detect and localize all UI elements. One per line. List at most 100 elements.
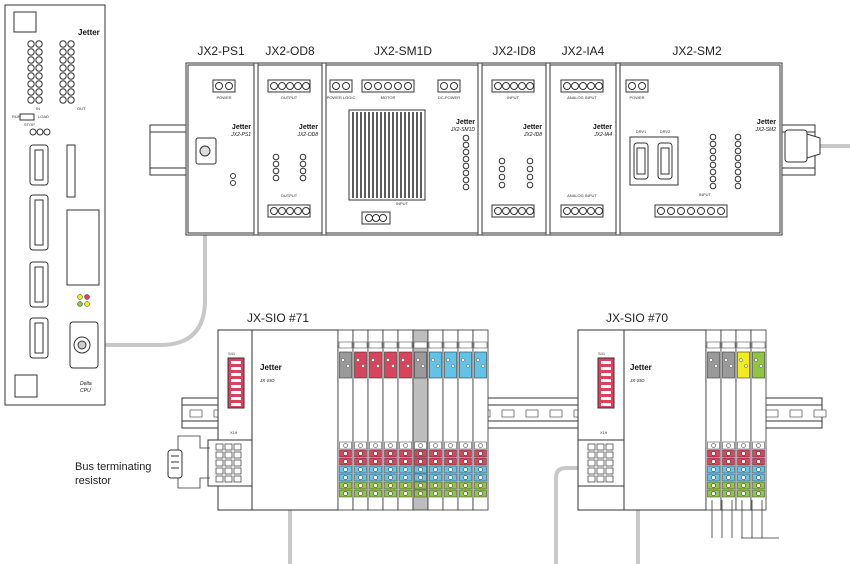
x19-pin <box>216 468 223 474</box>
terminal-screw <box>511 208 518 215</box>
status-led <box>463 184 469 190</box>
io-slice-led <box>724 358 727 361</box>
title-od8: JX2-OD8 <box>265 44 315 58</box>
svg-text:X19: X19 <box>600 430 608 435</box>
io-slice-screw <box>359 492 363 496</box>
svg-text:Jetter: Jetter <box>593 124 612 131</box>
cpu-in-led <box>28 41 34 47</box>
cpu-stop-label: STOP <box>24 122 35 127</box>
terminal-screw <box>527 208 534 215</box>
status-led <box>273 175 279 181</box>
title-sm2: JX2-SM2 <box>672 44 722 58</box>
terminal-screw <box>564 83 571 90</box>
sio-70: JX-SIO #70 S41 Jetter JX-SIO X19 <box>578 311 706 510</box>
io-slice-led <box>759 364 762 367</box>
terminal-screw <box>303 208 310 215</box>
x19-pin <box>597 444 604 450</box>
io-slice-screw <box>464 444 468 448</box>
io-slice-screw <box>434 468 438 472</box>
io-slice-led <box>431 358 434 361</box>
module-jx2-sm1d: POWER LOGIC MOTOR DC-POWER Jetter JX2-SM… <box>326 65 478 233</box>
io-slice <box>428 330 443 510</box>
dip-lever <box>601 391 611 394</box>
terminal-screw <box>588 208 595 215</box>
x19-pin <box>606 476 613 482</box>
svg-text:Jetter: Jetter <box>523 124 542 131</box>
io-slice-screw <box>389 460 393 464</box>
io-slice-screw <box>757 492 761 496</box>
rail-slot <box>526 410 538 417</box>
io-slice-face <box>753 352 765 378</box>
io-slice <box>458 330 473 510</box>
cpu-out-led <box>68 65 74 71</box>
dip-lever <box>601 373 611 376</box>
status-led <box>735 169 741 175</box>
rail-slot <box>550 410 562 417</box>
x19-pin <box>606 468 613 474</box>
io-slice <box>721 330 736 510</box>
io-slice-led <box>416 358 419 361</box>
io-slice-screw <box>464 484 468 488</box>
terminal-screw <box>287 83 294 90</box>
io-slice-led <box>446 358 449 361</box>
io-slice-face <box>738 352 750 378</box>
io-slice-screw <box>479 484 483 488</box>
sio70-dip-switch[interactable] <box>598 358 614 408</box>
svg-text:JX2-SM1D: JX2-SM1D <box>450 127 476 133</box>
terminal-screw <box>596 208 603 215</box>
io-slice-led <box>466 364 469 367</box>
io-slice-screw <box>449 444 453 448</box>
title-ps1: JX2-PS1 <box>197 44 245 58</box>
sio70-io-modules <box>706 330 779 538</box>
x19-pin <box>588 460 595 466</box>
svg-text:INPUT: INPUT <box>396 201 409 206</box>
io-slice-screw <box>742 452 746 456</box>
x19-pin <box>234 476 241 482</box>
od8-top-terminals <box>271 83 310 90</box>
io-slice-screw <box>712 484 716 488</box>
io-slice-screw <box>359 484 363 488</box>
terminal-screw <box>303 83 310 90</box>
rail-slot <box>502 410 514 417</box>
io-slice-screw <box>712 492 716 496</box>
terminal-screw <box>271 83 278 90</box>
cpu-out-label: OUT <box>77 106 86 111</box>
sio71-x19-pins <box>216 444 241 482</box>
status-led <box>735 148 741 154</box>
status-led <box>735 134 741 140</box>
status-led <box>499 166 505 172</box>
delta-cpu: Jetter IN OUT RUN LOAD STOP <box>5 5 105 405</box>
status-led <box>463 163 469 169</box>
cpu-run-load-switch[interactable] <box>20 114 34 120</box>
io-slice-led <box>371 358 374 361</box>
status-led <box>300 154 306 160</box>
svg-text:Jetter: Jetter <box>232 124 251 131</box>
io-slice-screw <box>359 476 363 480</box>
sio71-dip-switch[interactable] <box>228 358 244 408</box>
status-led <box>710 169 716 175</box>
dip-lever <box>231 403 241 406</box>
status-led <box>710 162 716 168</box>
terminal-screw <box>279 208 286 215</box>
io-slice-screw <box>419 468 423 472</box>
status-led <box>463 177 469 183</box>
io-slice-screw <box>727 468 731 472</box>
module-jx2-ia4: ANALOG INPUT Jetter JX2-IA4 ANALOG INPUT <box>550 65 616 233</box>
module-jx2-ps1: POWER Jetter JX2-PS1 <box>188 65 254 233</box>
io-slice-led <box>391 364 394 367</box>
status-led <box>735 176 741 182</box>
io-slice-label <box>707 342 720 348</box>
io-slice-led <box>739 358 742 361</box>
io-slice-label <box>384 342 397 348</box>
svg-text:S41: S41 <box>228 351 236 356</box>
io-slice-screw <box>449 476 453 480</box>
io-slice-label <box>339 342 352 348</box>
io-slice-screw <box>449 460 453 464</box>
io-slice-led <box>376 364 379 367</box>
x19-pin <box>606 444 613 450</box>
cpu-in-led <box>28 65 34 71</box>
io-slice-led <box>729 364 732 367</box>
io-slice-screw <box>374 444 378 448</box>
io-slice-led <box>476 358 479 361</box>
